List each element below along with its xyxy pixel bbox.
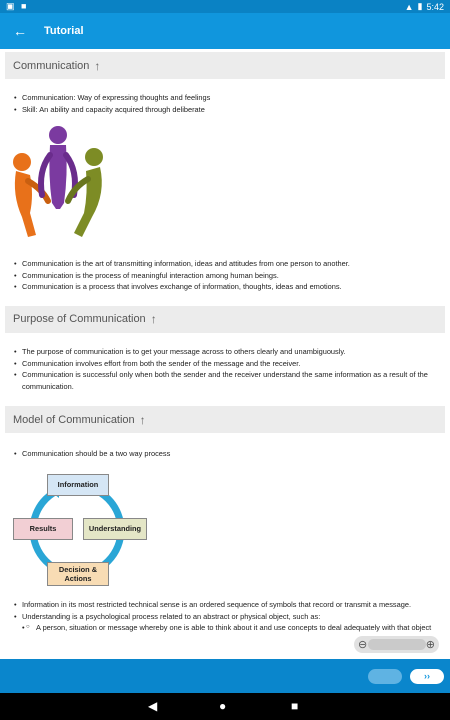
bullet-list: Communication should be a two way proces… <box>5 448 445 460</box>
list-item: Skill: An ability and capacity acquired … <box>14 104 440 116</box>
nav-back-icon[interactable]: ◀ <box>148 699 158 713</box>
cycle-box-results: Results <box>13 517 73 540</box>
list-item: Communication is the process of meaningf… <box>14 270 440 282</box>
nav-recents-icon[interactable]: ■ <box>291 699 299 713</box>
list-item: Communication: Way of expressing thought… <box>14 92 440 104</box>
list-item: Communication is a process that involves… <box>14 281 440 293</box>
content-scroll[interactable]: Communication ↑ Communication: Way of ex… <box>0 49 450 659</box>
communication-cycle-diagram: Information Understanding Decision & Act… <box>11 468 151 593</box>
page-title: Tutorial <box>44 25 84 37</box>
app-bar: ← Tutorial <box>0 13 450 49</box>
cycle-box-decision: Decision & Actions <box>47 561 109 586</box>
sub-bullet-wrapper: A person, situation or message whereby o… <box>5 622 445 634</box>
status-bar: ▣ ■ ▲ ▮ 5:42 <box>0 0 450 13</box>
zoom-control[interactable]: ⊖ ⊕ <box>354 636 439 653</box>
section-heading: Communication <box>13 59 90 72</box>
list-item: Understanding is a psychological process… <box>14 611 440 623</box>
back-button[interactable]: ← <box>0 13 40 49</box>
section-heading: Purpose of Communication <box>13 313 146 326</box>
arrow-left-icon: ← <box>13 23 27 39</box>
previous-button[interactable] <box>368 669 402 684</box>
bullet-list: Information in its most restricted techn… <box>5 599 445 622</box>
notification-icons: ▣ ■ <box>6 1 29 11</box>
bottom-bar: ›› <box>0 659 450 693</box>
bullet-list: The purpose of communication is to get y… <box>5 346 445 392</box>
section-header-communication[interactable]: Communication ↑ <box>5 52 445 79</box>
list-item: Communication is successful only when bo… <box>14 369 440 392</box>
list-item: Information in its most restricted techn… <box>14 599 440 611</box>
next-button[interactable]: ›› <box>410 669 444 684</box>
clock: 5:42 <box>426 1 444 12</box>
list-item: The purpose of communication is to get y… <box>14 346 440 358</box>
battery-icon: ▮ <box>417 1 423 11</box>
arrow-up-icon[interactable]: ↑ <box>94 58 101 73</box>
people-circle-illustration <box>13 126 103 238</box>
nav-home-icon[interactable]: ● <box>219 699 227 713</box>
bullet-list: Communication: Way of expressing thought… <box>5 92 445 115</box>
sub-list-item: A person, situation or message whereby o… <box>26 622 440 634</box>
section-heading: Model of Communication <box>13 413 135 426</box>
section-header-model[interactable]: Model of Communication ↑ <box>5 406 445 434</box>
cycle-box-information: Information <box>47 473 109 496</box>
list-item: Communication is the art of transmitting… <box>14 258 440 270</box>
zoom-track[interactable] <box>367 639 426 650</box>
section-header-purpose[interactable]: Purpose of Communication ↑ <box>5 305 445 333</box>
cycle-box-understanding: Understanding <box>83 517 147 540</box>
bullet-list: Communication is the art of transmitting… <box>5 258 445 293</box>
system-nav-bar: ◀ ● ■ <box>0 693 450 720</box>
green-person-figure <box>65 148 103 238</box>
list-item: Communication should be a two way proces… <box>14 448 440 460</box>
sub-bullet-list: A person, situation or message whereby o… <box>22 622 440 634</box>
zoom-out-icon[interactable]: ⊖ <box>358 639 368 651</box>
purple-person-figure <box>38 126 78 210</box>
zoom-in-icon[interactable]: ⊕ <box>425 639 435 651</box>
signal-icon: ▲ <box>404 1 414 12</box>
arrow-up-icon[interactable]: ↑ <box>139 412 146 427</box>
sub-list-container: A person, situation or message whereby o… <box>22 622 440 634</box>
list-item: Communication involves effort from both … <box>14 358 440 370</box>
arrow-up-icon[interactable]: ↑ <box>150 312 157 327</box>
